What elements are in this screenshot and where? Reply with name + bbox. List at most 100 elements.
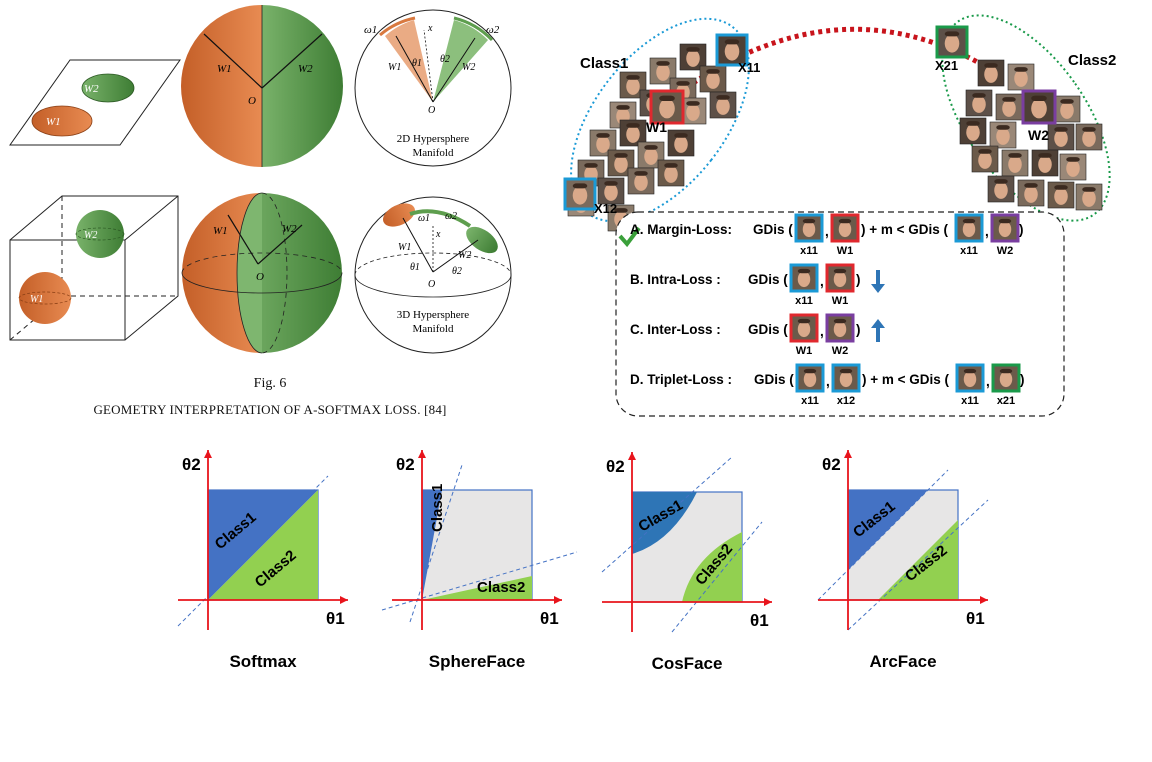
face-w2 [1021,89,1057,125]
face-w1 [649,89,685,125]
x-axis-label: θ1 [540,609,559,628]
face-sub-label: W2 [832,345,849,357]
loss-formula: ) [856,322,861,337]
loss-name: C. Inter-Loss : [630,322,721,337]
face-thumbnail [699,65,727,93]
face-sub-label: W1 [796,345,813,357]
x-label: x [427,23,433,34]
decision-boundary-plots: θ2θ1Class1Class2Softmaxθ2θ1Class1Class2S… [177,450,989,673]
loss-formula: , [986,374,990,389]
face-thumbnail [1001,149,1029,177]
face-sub-label: W2 [997,245,1014,257]
loss-formula: , [826,374,830,389]
face-thumbnail [1053,95,1081,123]
class2-label: Class2 [477,579,525,596]
hypersphere-2d: ω1 ω2 x W1 W2 θ1 θ2 O 2D Hypersphere Man… [354,9,512,167]
y-axis-label: θ2 [182,455,201,474]
face-thumbnail [1075,183,1103,211]
face-w1 [830,213,860,243]
x21-label: X21 [935,58,958,73]
plot-title: ArcFace [869,652,936,671]
hypersphere-3d-subtitle: Manifold [413,323,454,335]
figure6-geometry: W2 W1 W1 W2 O ω1 ω2 x W1 W2 θ1 θ2 O 2D H… [9,5,512,354]
face-thumbnail [657,159,685,187]
face-x11 [789,263,819,293]
origin-label: O [256,271,264,283]
theta1-label: θ1 [412,58,422,69]
check-icon [618,226,641,248]
loss-formula: , [820,274,824,289]
face-w1 [825,263,855,293]
theta1-label: θ1 [410,262,420,273]
w2-label: W2 [282,223,297,235]
loss-formula: ) [856,272,861,287]
w2-label: W2 [1028,127,1049,143]
face-sub-label: x11 [801,395,819,407]
face-thumbnail [1031,149,1059,177]
class2-region [878,520,958,600]
face-thumbnail [597,177,625,205]
hypersphere-2d-title: 2D Hypersphere [397,133,470,145]
arrow-up-icon [871,319,885,342]
face-thumbnail [619,119,647,147]
face-thumbnail [1007,63,1035,91]
loss-formula: GDis ( [748,322,788,337]
face-sub-label: x11 [800,245,818,257]
hypersphere-2d-subtitle: Manifold [413,147,454,159]
face-thumbnail [1047,123,1075,151]
loss-formula: GDis ( [748,272,788,287]
face-sub-label: x11 [960,245,978,257]
face-x21 [935,25,969,59]
omega2-label: ω2 [445,211,457,222]
x11-label: X11 [738,60,760,75]
theta2-label: θ2 [452,266,462,277]
class2-label: Class2 [1068,52,1116,69]
origin-label: O [428,279,435,290]
w1-label: W1 [398,242,411,253]
face-thumbnail [977,59,1005,87]
loss-formula: ) [1020,372,1025,387]
loss-formula: , [820,324,824,339]
w1-label: W1 [30,294,43,305]
class1-label: Class1 [429,484,446,532]
face-thumbnail [1017,179,1045,207]
faces-loss-panel: Class1 Class2 X11 W1 X12 X21 W2 A. Margi… [563,14,1116,417]
loss-name: A. Margin-Loss: [630,222,732,237]
face-sub-label: W1 [832,295,849,307]
face-x11 [794,213,824,243]
loss-formula: ) [1019,222,1024,237]
face-x21 [991,363,1021,393]
origin-label: O [248,95,256,107]
face-thumbnail [1047,181,1075,209]
face-thumbnail [989,121,1017,149]
x-axis-label: θ1 [326,609,345,628]
loss-name: D. Triplet-Loss : [630,372,732,387]
face-sub-label: W1 [837,245,854,257]
face-thumbnail [709,91,737,119]
face-thumbnail [965,89,993,117]
face-thumbnail [627,167,655,195]
loss-formula: , [985,224,989,239]
x-label: x [435,229,441,240]
w2-label: W2 [84,230,97,241]
figure-label: Fig. 6 [253,376,287,391]
class1-label: Class1 [580,55,628,72]
x12-label: X12 [594,201,617,216]
loss-formula: , [825,224,829,239]
y-axis-label: θ2 [396,455,415,474]
face-thumbnail [679,43,707,71]
face-thumbnail [1075,123,1103,151]
face-sub-label: x11 [795,295,813,307]
face-x11 [795,363,825,393]
class2-region [422,576,532,600]
loss-formula: GDis ( [754,372,794,387]
plane-2d: W2 W1 [9,59,181,146]
w1-label: W1 [646,119,667,135]
w1-label: W1 [388,62,401,73]
face-x11 [715,33,749,67]
w2-label: W2 [458,250,471,261]
omega2-label: ω2 [486,24,500,36]
cube-3d: W2 W1 [9,195,179,341]
